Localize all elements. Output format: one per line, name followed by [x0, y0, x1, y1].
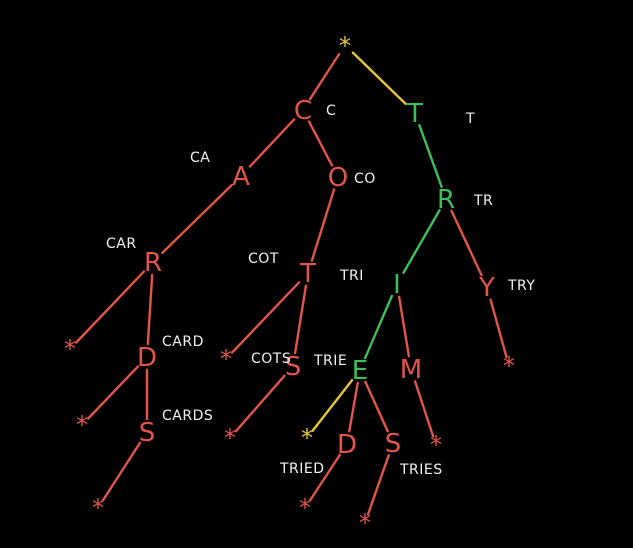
- edge-card-end: [87, 365, 140, 420]
- node-c: C: [294, 96, 312, 126]
- edge-ca-car: [161, 183, 233, 255]
- end-marker-trim: *: [430, 431, 442, 459]
- prefix-label-try: TRY: [507, 278, 535, 294]
- prefix-label-cot: COT: [248, 251, 279, 267]
- node-trim: M: [400, 355, 422, 385]
- node-car: R: [144, 248, 162, 278]
- prefix-label-car: CAR: [106, 236, 137, 252]
- node-card: D: [137, 343, 157, 373]
- edge-trie-tried: [348, 381, 359, 433]
- edge-car-end: [75, 270, 146, 344]
- prefix-label-cards: CARDS: [162, 408, 213, 424]
- prefix-label-c: C: [326, 103, 336, 119]
- edge-root-c: [308, 53, 341, 101]
- edge-root-t: [351, 51, 407, 106]
- edge-try-end: [489, 298, 508, 359]
- root-node: *: [339, 32, 351, 60]
- node-try: Y: [478, 273, 495, 303]
- end-marker-cots: *: [224, 424, 236, 452]
- prefix-label-tri: TRI: [339, 268, 364, 284]
- node-tried: D: [337, 430, 357, 460]
- edge-car-card: [146, 273, 154, 346]
- edge-tr-try: [450, 209, 483, 277]
- edge-trim-end: [413, 380, 435, 438]
- node-tries: S: [385, 429, 402, 459]
- edge-tries-end: [366, 454, 390, 516]
- node-t: T: [406, 99, 423, 129]
- end-marker-trie: *: [301, 424, 313, 452]
- node-cot: T: [299, 259, 316, 289]
- edge-tr-tri: [402, 209, 441, 274]
- end-marker-try: *: [503, 352, 515, 380]
- edge-cot-cots: [293, 284, 308, 355]
- edge-tri-trie: [363, 294, 394, 360]
- end-marker-cot: *: [220, 345, 232, 373]
- edge-cards-end: [101, 441, 142, 502]
- edge-trie-end: [311, 379, 354, 433]
- node-cots: S: [285, 352, 302, 382]
- prefix-label-tries: TRIES: [399, 462, 443, 478]
- end-marker-car: *: [64, 335, 76, 363]
- edge-cot-end: [231, 281, 301, 354]
- edges-layer: [75, 51, 508, 516]
- node-ca: A: [232, 162, 250, 192]
- end-marker-tries: *: [359, 509, 371, 537]
- node-tr: R: [437, 185, 455, 215]
- prefix-label-t: T: [465, 111, 475, 127]
- edge-t-tr: [418, 124, 443, 188]
- node-tri: I: [393, 270, 401, 300]
- prefix-label-tr: TR: [473, 193, 493, 209]
- edge-c-ca: [248, 118, 296, 168]
- end-marker-tried: *: [299, 494, 311, 522]
- edge-c-co: [307, 120, 334, 167]
- prefix-label-tried: TRIED: [279, 461, 325, 477]
- edge-tri-trim: [397, 295, 411, 358]
- node-co: O: [328, 163, 348, 193]
- edge-cots-end: [234, 374, 286, 433]
- prefix-label-cots: COTS: [251, 351, 291, 367]
- edge-tried-end: [308, 453, 342, 502]
- end-markers-layer: * * * * * * * * * *: [64, 335, 515, 537]
- node-trie: E: [352, 356, 368, 386]
- end-marker-card: *: [76, 411, 88, 439]
- prefix-label-trie: TRIE: [313, 353, 347, 369]
- edge-co-cot: [310, 188, 336, 262]
- end-marker-cards: *: [92, 494, 104, 522]
- prefix-label-ca: CA: [190, 150, 210, 166]
- prefix-label-co: CO: [354, 171, 376, 187]
- prefix-label-card: CARD: [162, 334, 204, 350]
- edge-trie-tries: [364, 380, 389, 433]
- node-cards: S: [139, 418, 156, 448]
